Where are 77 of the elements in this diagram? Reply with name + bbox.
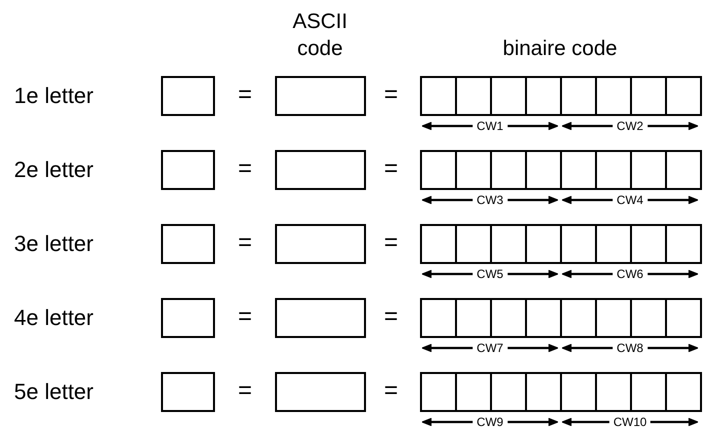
row-label: 4e letter xyxy=(14,304,94,332)
answer-box xyxy=(161,224,215,264)
answer-box xyxy=(161,298,215,338)
bit-cell xyxy=(595,372,632,412)
bit-cell xyxy=(525,150,562,190)
equals-sign: = xyxy=(238,377,252,405)
bit-cell xyxy=(560,76,596,116)
bit-cell xyxy=(525,224,562,264)
codeword-label: CW10 xyxy=(609,415,651,429)
row-label: 2e letter xyxy=(14,156,94,184)
bit-cell xyxy=(455,224,492,264)
bit-cell xyxy=(560,372,596,412)
codeword-label: CW9 xyxy=(472,415,508,429)
answer-box xyxy=(275,224,366,264)
bit-cell xyxy=(630,298,666,338)
bit-cell xyxy=(560,150,596,190)
bit-cell xyxy=(665,76,702,116)
equals-sign: = xyxy=(238,81,252,109)
answer-box xyxy=(161,372,215,412)
codeword-label: CW6 xyxy=(612,267,648,281)
codeword-label: CW3 xyxy=(472,193,508,207)
bit-cell xyxy=(420,76,456,116)
bit-cell xyxy=(420,298,456,338)
bit-cell xyxy=(665,298,702,338)
bit-cell xyxy=(630,372,666,412)
equals-sign: = xyxy=(384,377,398,405)
equals-sign: = xyxy=(238,155,252,183)
answer-box xyxy=(275,298,366,338)
bit-cell xyxy=(490,150,526,190)
bit-cell xyxy=(630,150,666,190)
answer-box xyxy=(161,76,215,116)
bit-cell xyxy=(455,372,492,412)
equals-sign: = xyxy=(384,229,398,257)
bit-cell xyxy=(455,150,492,190)
bit-cell xyxy=(595,150,632,190)
equals-sign: = xyxy=(238,229,252,257)
codeword-label: CW1 xyxy=(472,119,508,133)
bit-cell xyxy=(490,76,526,116)
column-heading: ASCII code xyxy=(292,9,348,62)
bit-cell xyxy=(630,76,666,116)
bit-cell xyxy=(630,224,666,264)
bit-cell xyxy=(420,224,456,264)
codeword-label: CW8 xyxy=(612,341,648,355)
bit-cell xyxy=(455,298,492,338)
bit-cell xyxy=(595,76,632,116)
bit-cell xyxy=(665,224,702,264)
codeword-label: CW7 xyxy=(472,341,508,355)
bit-cell xyxy=(665,150,702,190)
row-label: 3e letter xyxy=(14,230,94,258)
row-label: 1e letter xyxy=(14,82,94,110)
bit-cell xyxy=(490,372,526,412)
answer-box xyxy=(275,150,366,190)
answer-box xyxy=(275,372,366,412)
bit-cell xyxy=(665,372,702,412)
bit-cell xyxy=(490,298,526,338)
bit-cell xyxy=(455,76,492,116)
answer-box xyxy=(161,150,215,190)
bit-cell xyxy=(525,76,562,116)
codeword-label: CW5 xyxy=(472,267,508,281)
equals-sign: = xyxy=(384,303,398,331)
bit-cell xyxy=(595,224,632,264)
bit-cell xyxy=(525,372,562,412)
equals-sign: = xyxy=(238,303,252,331)
answer-box xyxy=(275,76,366,116)
equals-sign: = xyxy=(384,81,398,109)
bit-cell xyxy=(525,298,562,338)
equals-sign: = xyxy=(384,155,398,183)
bit-cell xyxy=(595,298,632,338)
bit-cell xyxy=(490,224,526,264)
bit-cell xyxy=(420,372,456,412)
bit-cell xyxy=(560,224,596,264)
row-label: 5e letter xyxy=(14,378,94,406)
bit-cell xyxy=(420,150,456,190)
bit-cell xyxy=(560,298,596,338)
codeword-label: CW4 xyxy=(612,193,648,207)
column-heading: binaire code xyxy=(502,36,618,62)
codeword-label: CW2 xyxy=(612,119,648,133)
